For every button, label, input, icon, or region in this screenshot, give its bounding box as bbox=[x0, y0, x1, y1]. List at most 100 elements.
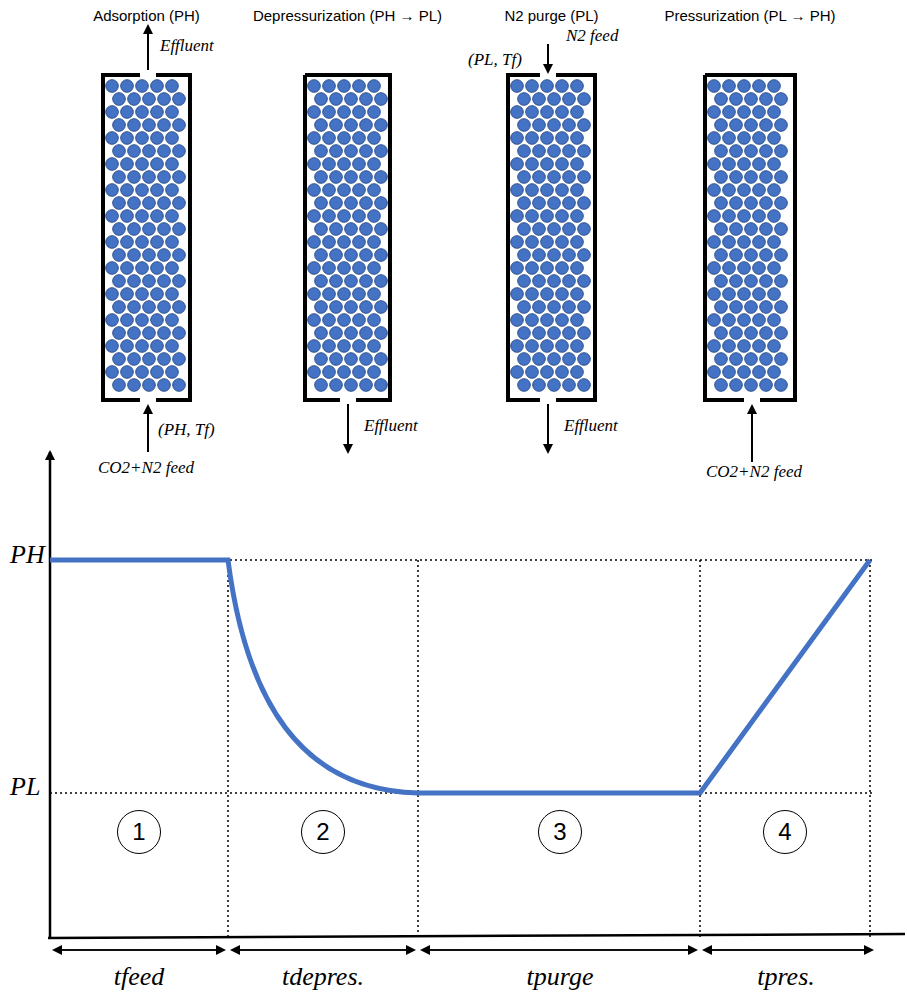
bead bbox=[571, 340, 584, 353]
bead bbox=[745, 301, 758, 314]
bead bbox=[360, 301, 373, 314]
bead bbox=[533, 145, 546, 158]
bead bbox=[323, 132, 336, 145]
bead bbox=[723, 184, 736, 197]
bead bbox=[541, 366, 554, 379]
flow-label: (PH, Tf) bbox=[158, 420, 215, 440]
bead bbox=[775, 249, 788, 262]
bead bbox=[128, 301, 141, 314]
bead bbox=[745, 197, 758, 210]
bead bbox=[753, 236, 766, 249]
bead bbox=[151, 262, 164, 275]
bead bbox=[353, 158, 366, 171]
bead bbox=[121, 132, 134, 145]
bead bbox=[578, 145, 591, 158]
bead bbox=[775, 275, 788, 288]
bead bbox=[128, 223, 141, 236]
bead bbox=[315, 353, 328, 366]
bead bbox=[158, 223, 171, 236]
step-circle: 2 bbox=[301, 810, 345, 854]
bead bbox=[571, 288, 584, 301]
step-title: Pressurization (PL → PH) bbox=[664, 7, 835, 24]
bead bbox=[106, 80, 119, 93]
bead bbox=[753, 210, 766, 223]
bead bbox=[173, 379, 186, 392]
bead bbox=[338, 210, 351, 223]
bead bbox=[571, 132, 584, 145]
bead bbox=[556, 80, 569, 93]
bead bbox=[548, 301, 561, 314]
bead bbox=[338, 80, 351, 93]
bead bbox=[738, 288, 751, 301]
flow-label: N2 feed bbox=[566, 26, 618, 46]
bead bbox=[526, 210, 539, 223]
bead bbox=[158, 145, 171, 158]
bead bbox=[158, 301, 171, 314]
bead bbox=[353, 80, 366, 93]
bead bbox=[556, 262, 569, 275]
bead bbox=[158, 275, 171, 288]
bead bbox=[563, 119, 576, 132]
bead bbox=[708, 158, 721, 171]
bead bbox=[323, 314, 336, 327]
bead bbox=[375, 275, 388, 288]
bead bbox=[578, 93, 591, 106]
bead bbox=[518, 275, 531, 288]
bead bbox=[511, 262, 524, 275]
bead bbox=[308, 184, 321, 197]
bead bbox=[121, 262, 134, 275]
bead bbox=[745, 327, 758, 340]
guide-lines bbox=[50, 560, 872, 938]
bead bbox=[151, 236, 164, 249]
bead bbox=[768, 184, 781, 197]
bead bbox=[121, 288, 134, 301]
bead bbox=[708, 106, 721, 119]
bead bbox=[541, 288, 554, 301]
bead bbox=[578, 353, 591, 366]
bead bbox=[308, 210, 321, 223]
bead bbox=[533, 171, 546, 184]
bead bbox=[173, 353, 186, 366]
bead bbox=[526, 288, 539, 301]
bead bbox=[166, 262, 179, 275]
bead bbox=[533, 301, 546, 314]
bead bbox=[308, 262, 321, 275]
time-label: tpurge bbox=[527, 962, 594, 992]
bead bbox=[768, 262, 781, 275]
step-title: Depressurization (PH → PL) bbox=[253, 7, 442, 24]
bead bbox=[143, 171, 156, 184]
bead bbox=[548, 353, 561, 366]
bead bbox=[738, 158, 751, 171]
bead bbox=[330, 119, 343, 132]
bead bbox=[730, 171, 743, 184]
bead bbox=[548, 327, 561, 340]
bead bbox=[715, 379, 728, 392]
bead bbox=[338, 106, 351, 119]
bead bbox=[353, 366, 366, 379]
bead bbox=[511, 314, 524, 327]
bead bbox=[158, 249, 171, 262]
bead bbox=[723, 340, 736, 353]
bead bbox=[173, 223, 186, 236]
bead bbox=[723, 80, 736, 93]
bead bbox=[541, 340, 554, 353]
bead bbox=[151, 314, 164, 327]
bead bbox=[106, 184, 119, 197]
bead bbox=[166, 288, 179, 301]
bead bbox=[323, 262, 336, 275]
bead bbox=[353, 314, 366, 327]
bead bbox=[173, 197, 186, 210]
bead bbox=[375, 249, 388, 262]
bead bbox=[556, 314, 569, 327]
bead bbox=[563, 353, 576, 366]
bead bbox=[368, 158, 381, 171]
pressure-label: PH bbox=[10, 540, 45, 570]
bead bbox=[106, 132, 119, 145]
bead bbox=[571, 80, 584, 93]
bead bbox=[548, 249, 561, 262]
bead bbox=[158, 171, 171, 184]
column-walls bbox=[103, 75, 795, 400]
bead bbox=[723, 132, 736, 145]
bead bbox=[768, 158, 781, 171]
bead bbox=[511, 366, 524, 379]
